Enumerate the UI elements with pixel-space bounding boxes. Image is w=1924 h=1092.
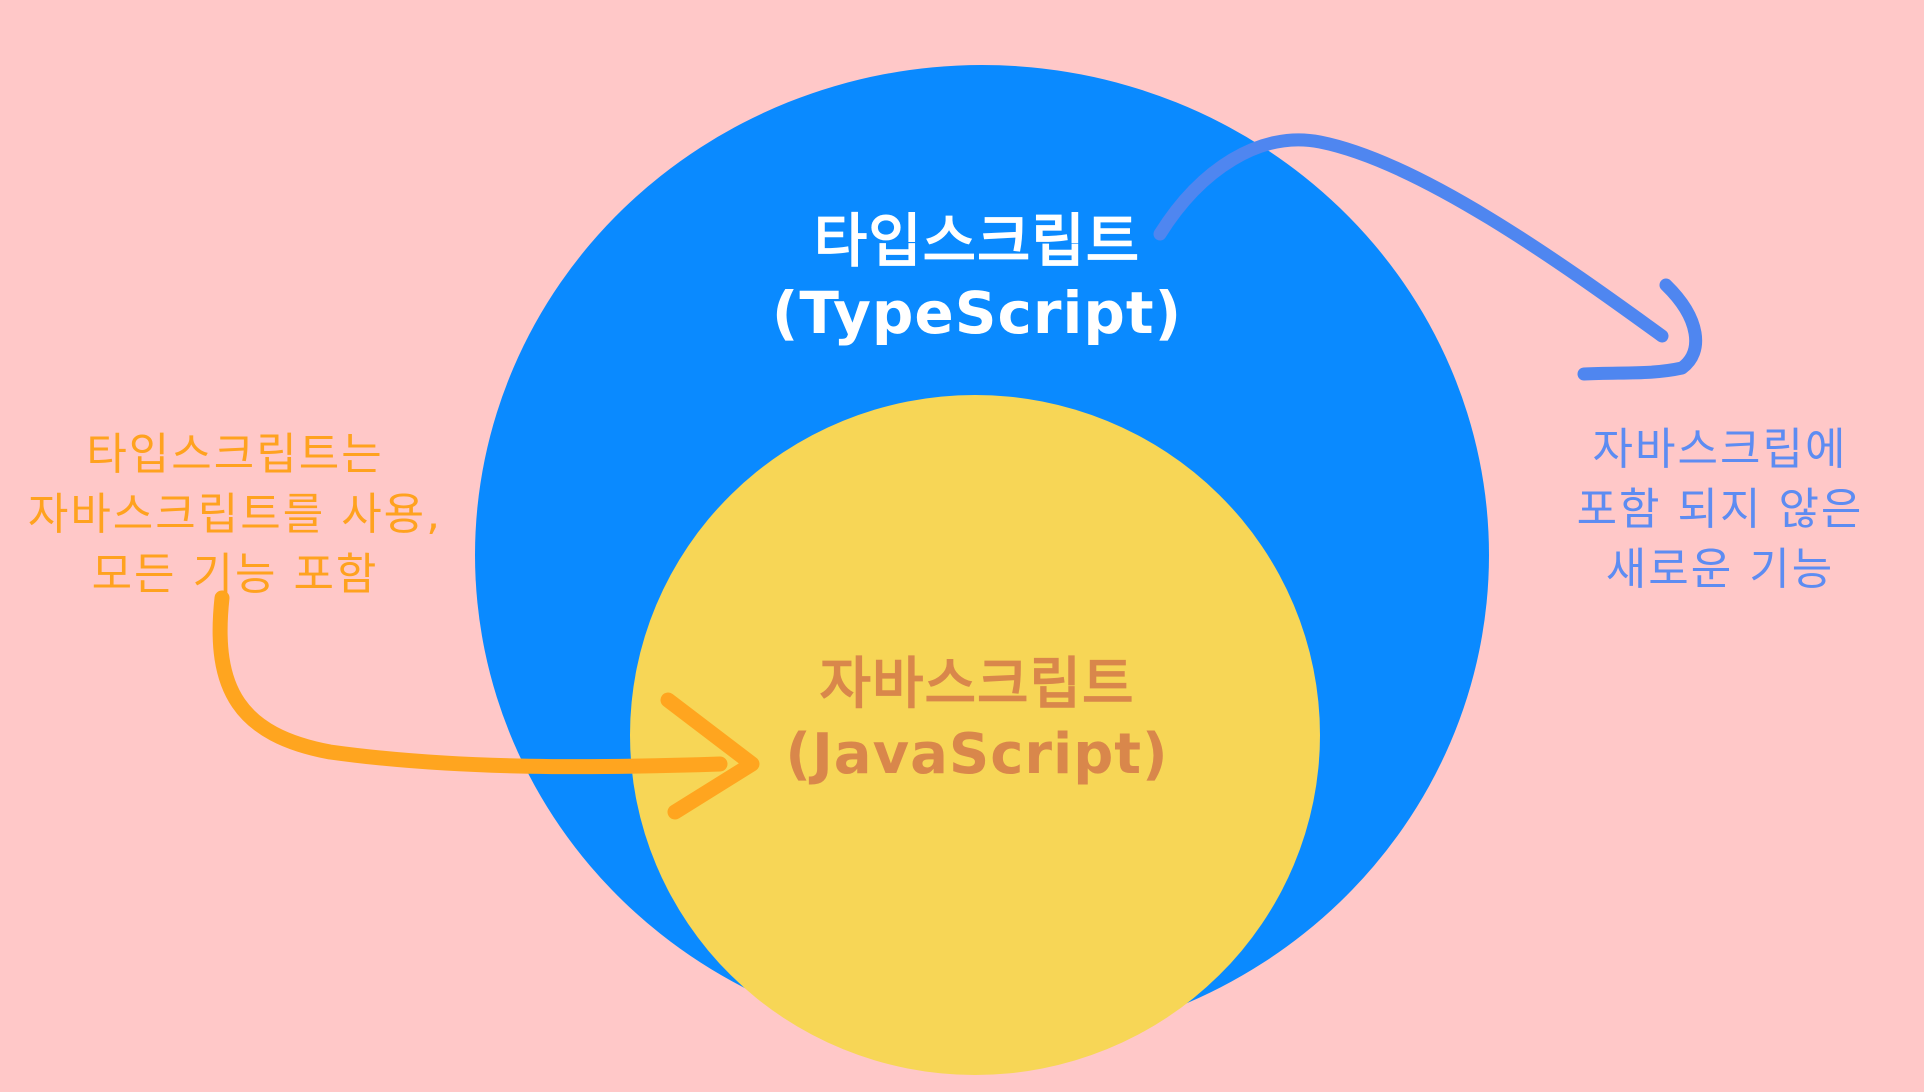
javascript-subtitle: (JavaScript) (785, 722, 1169, 787)
left-annotation-line: 자바스크립트를 사용, (27, 489, 443, 540)
right-annotation-line: 포함 되지 않은 (1576, 484, 1864, 535)
javascript-circle (630, 395, 1320, 1075)
right-annotation-line: 자바스크립에 (1592, 424, 1848, 475)
typescript-label: 타입스크립트 (TypeScript) (762, 205, 1192, 349)
typescript-title: 타입스크립트 (813, 207, 1141, 275)
right-arrow-icon (1153, 133, 1703, 381)
javascript-title: 자바스크립트 (819, 652, 1135, 717)
typescript-subtitle: (TypeScript) (771, 279, 1183, 347)
left-annotation-line: 타입스크립트는 (86, 429, 384, 480)
left-annotation-line: 모든 기능 포함 (91, 549, 379, 600)
left-annotation: 타입스크립트는 자바스크립트를 사용, 모든 기능 포함 (0, 425, 470, 605)
javascript-label: 자바스크립트 (JavaScript) (762, 650, 1192, 790)
right-annotation: 자바스크립에 포함 되지 않은 새로운 기능 (1530, 420, 1910, 600)
right-annotation-line: 새로운 기능 (1605, 544, 1835, 595)
left-arrow-icon (212, 590, 760, 820)
